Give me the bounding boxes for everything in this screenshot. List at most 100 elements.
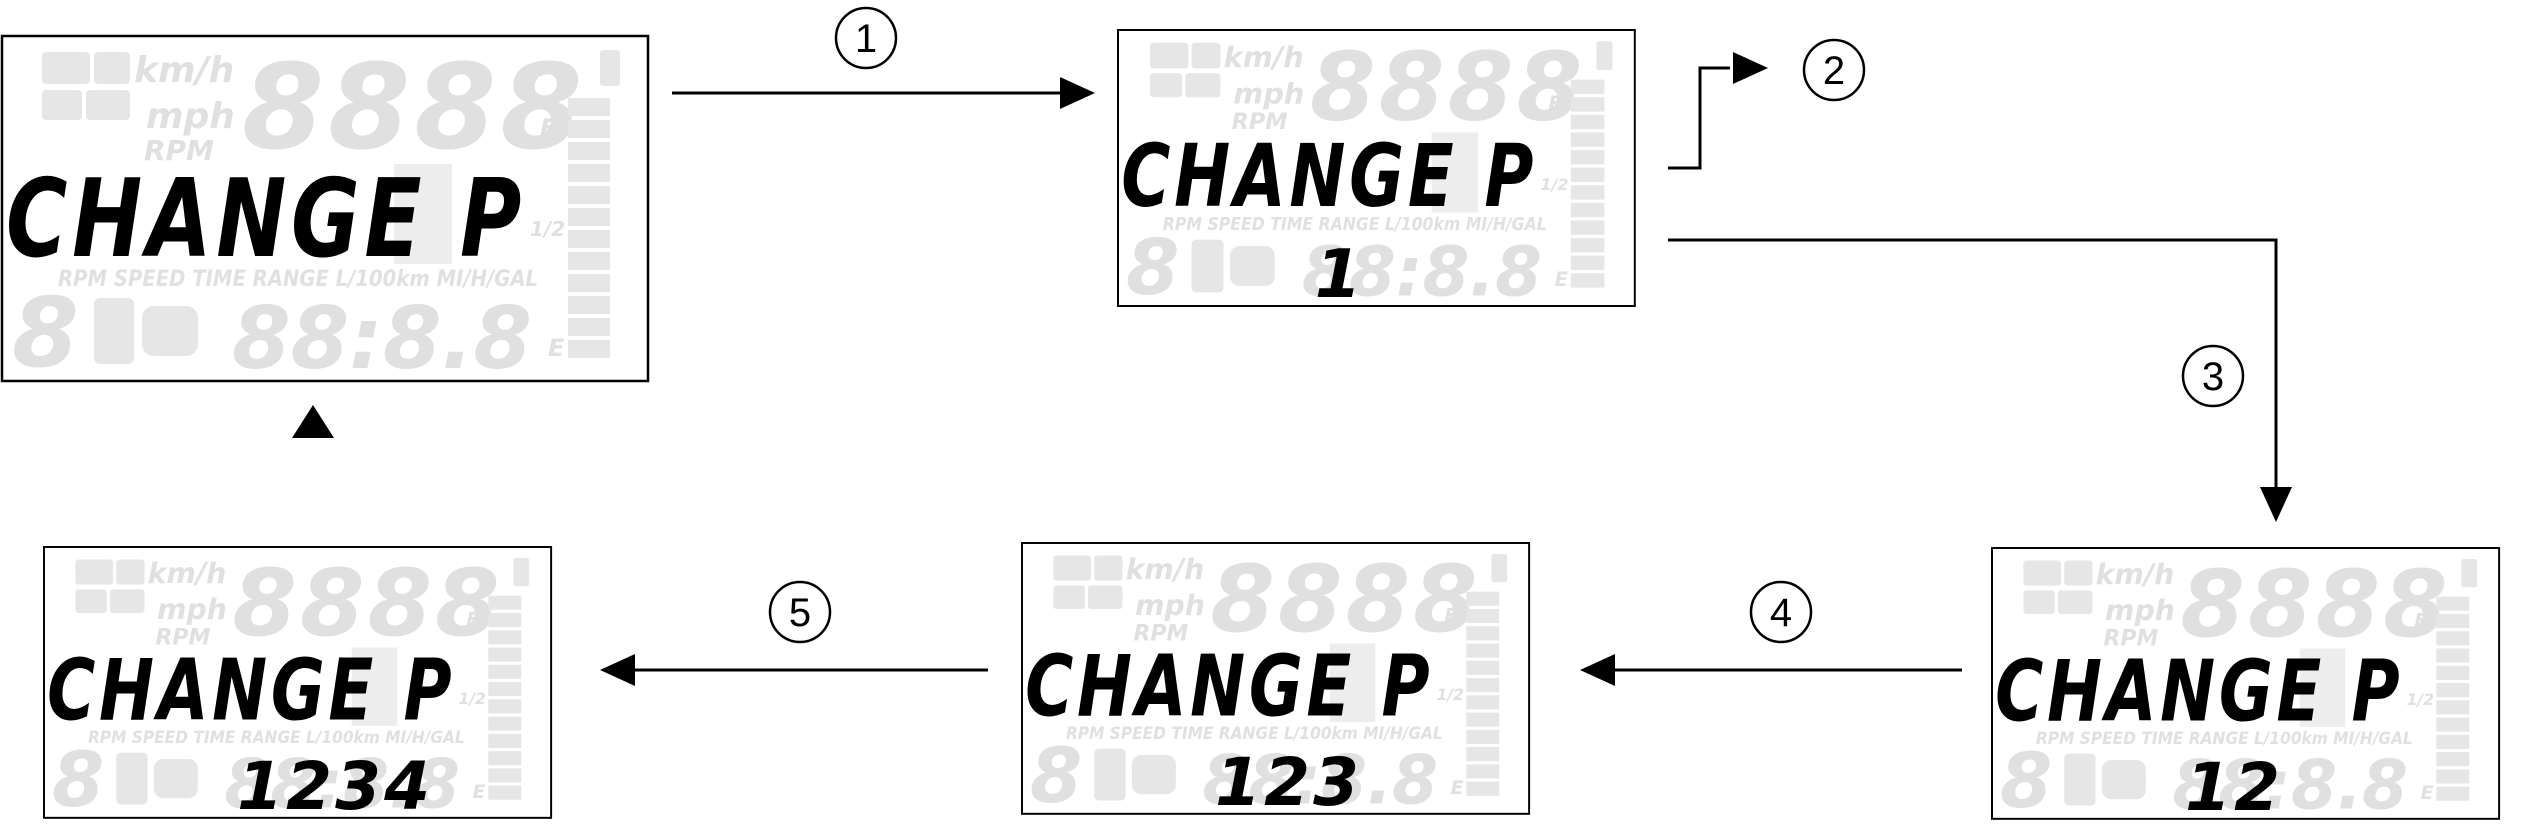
drivetrain-icon: [1094, 748, 1126, 801]
unit-rpm: RPM: [1133, 621, 1188, 646]
svg-text:5: 5: [789, 591, 811, 635]
gauge-half-label: 1/2: [530, 217, 565, 241]
step-marker-2: 2: [1802, 38, 1866, 102]
drivetrain-icon: [116, 752, 148, 805]
unit-mph: mph: [1233, 77, 1304, 111]
entered-digits: 12: [2185, 749, 2283, 826]
fuel-gauge: [568, 50, 620, 358]
gauge-empty-label: E: [473, 782, 486, 803]
status-icons: [2023, 560, 2093, 614]
gauge-full-label: F: [1444, 606, 1457, 627]
unit-rpm: RPM: [144, 134, 214, 167]
engine-icon: [153, 758, 198, 799]
status-icons: [75, 559, 145, 613]
unit-mph: mph: [1135, 589, 1205, 622]
svg-text:3: 3: [2202, 355, 2224, 399]
unit-kmh: km/h: [1126, 553, 1205, 586]
gauge-empty-label: E: [2421, 783, 2434, 804]
drivetrain-icon: [2064, 753, 2096, 806]
ghost-bottom-digits: 88:8.8: [232, 289, 532, 389]
unit-rpm: RPM: [1232, 109, 1288, 135]
ghost-left-digit: 8: [12, 277, 79, 389]
unit-rpm: RPM: [155, 625, 210, 650]
fuel-gauge: [1466, 553, 1508, 796]
drivetrain-icon: [1191, 239, 1224, 293]
ghost-top-digits: 8888: [1310, 33, 1586, 143]
gauge-half-label: 1/2: [2406, 690, 2434, 709]
status-labels: RPM SPEED TIME RANGE L/100km MI/H/GAL: [1066, 724, 1443, 744]
fuel-gauge: [2436, 558, 2478, 801]
ghost-top-digits: 8888: [232, 549, 502, 657]
gauge-half-label: 1/2: [1540, 175, 1568, 194]
unit-kmh: km/h: [134, 50, 234, 91]
unit-kmh: km/h: [148, 557, 227, 590]
connector-step-2: [1668, 52, 1768, 170]
gauge-half-label: 1/2: [458, 689, 486, 708]
engine-icon: [1131, 754, 1176, 795]
ghost-top-digits: 8888: [1210, 545, 1480, 653]
status-icons: [1053, 555, 1123, 609]
step-marker-3: 3: [2181, 344, 2245, 408]
gauge-full-label: F: [2414, 611, 2427, 632]
ghost-bottom-digits: 88:8.8: [1302, 233, 1542, 313]
drivetrain-icon: [94, 298, 134, 364]
unit-kmh: km/h: [2096, 558, 2175, 591]
ghost-left-digit: 8: [1126, 224, 1179, 313]
lcd-main-text: CHANGE P: [6, 157, 526, 282]
status-labels: RPM SPEED TIME RANGE L/100km MI/H/GAL: [1163, 215, 1547, 235]
ghost-left-digit: 8: [52, 736, 104, 824]
connector-step-3: [1668, 238, 2292, 522]
gauge-full-label: F: [540, 114, 557, 142]
ghost-bottom-digits: 88:8.8: [1203, 741, 1439, 820]
gauge-full-label: F: [466, 610, 479, 631]
status-labels: RPM SPEED TIME RANGE L/100km MI/H/GAL: [58, 267, 538, 292]
svg-text:1: 1: [855, 17, 877, 61]
ghost-bottom-digits: 88:8.8: [2173, 746, 2409, 825]
gauge-full-label: F: [1548, 92, 1561, 115]
entered-digits: 1234: [237, 748, 433, 825]
step-marker-4: 4: [1749, 580, 1813, 644]
gauge-empty-label: E: [1451, 778, 1464, 799]
start-marker-triangle: [292, 405, 334, 438]
step-marker-5: 5: [768, 580, 832, 644]
entered-digits: 1: [1315, 235, 1365, 313]
fuel-gauge: [1570, 41, 1613, 288]
unit-mph: mph: [146, 96, 235, 137]
ghost-top-digits: 8888: [242, 38, 586, 176]
unit-kmh: km/h: [1224, 40, 1304, 74]
ghost-left-digit: 8: [1030, 732, 1082, 820]
fuel-gauge: [488, 557, 530, 800]
lcd-main-text: CHANGE P: [1121, 127, 1537, 227]
gauge-half-label: 1/2: [1436, 685, 1464, 704]
ghost-top-digits: 8888: [2180, 550, 2450, 658]
unit-mph: mph: [2105, 594, 2175, 627]
lcd-main-text: CHANGE P: [1995, 642, 2403, 741]
ghost-left-digit: 8: [2000, 737, 2052, 825]
gauge-empty-label: E: [1555, 268, 1568, 291]
entered-digits: 123: [1215, 744, 1362, 821]
gauge-empty-label: E: [548, 334, 565, 362]
status-icons: [42, 52, 130, 120]
engine-icon: [2101, 759, 2146, 800]
status-labels: RPM SPEED TIME RANGE L/100km MI/H/GAL: [2036, 729, 2413, 749]
svg-text:2: 2: [1823, 49, 1845, 93]
status-icons: [1150, 42, 1221, 98]
connector-step-1: [672, 77, 1095, 109]
ghost-bottom-digits: 88:8.8: [225, 745, 461, 824]
engine-icon: [1230, 246, 1275, 286]
connector-step-4: [1580, 654, 1962, 686]
lcd-main-text: CHANGE P: [47, 641, 455, 740]
svg-text:4: 4: [1770, 591, 1792, 635]
unit-rpm: RPM: [2103, 626, 2158, 651]
connector-step-5: [600, 654, 988, 686]
step-marker-1: 1: [834, 6, 898, 70]
status-labels: RPM SPEED TIME RANGE L/100km MI/H/GAL: [88, 728, 465, 748]
lcd-main-text: CHANGE P: [1025, 637, 1433, 736]
engine-icon: [142, 306, 198, 356]
